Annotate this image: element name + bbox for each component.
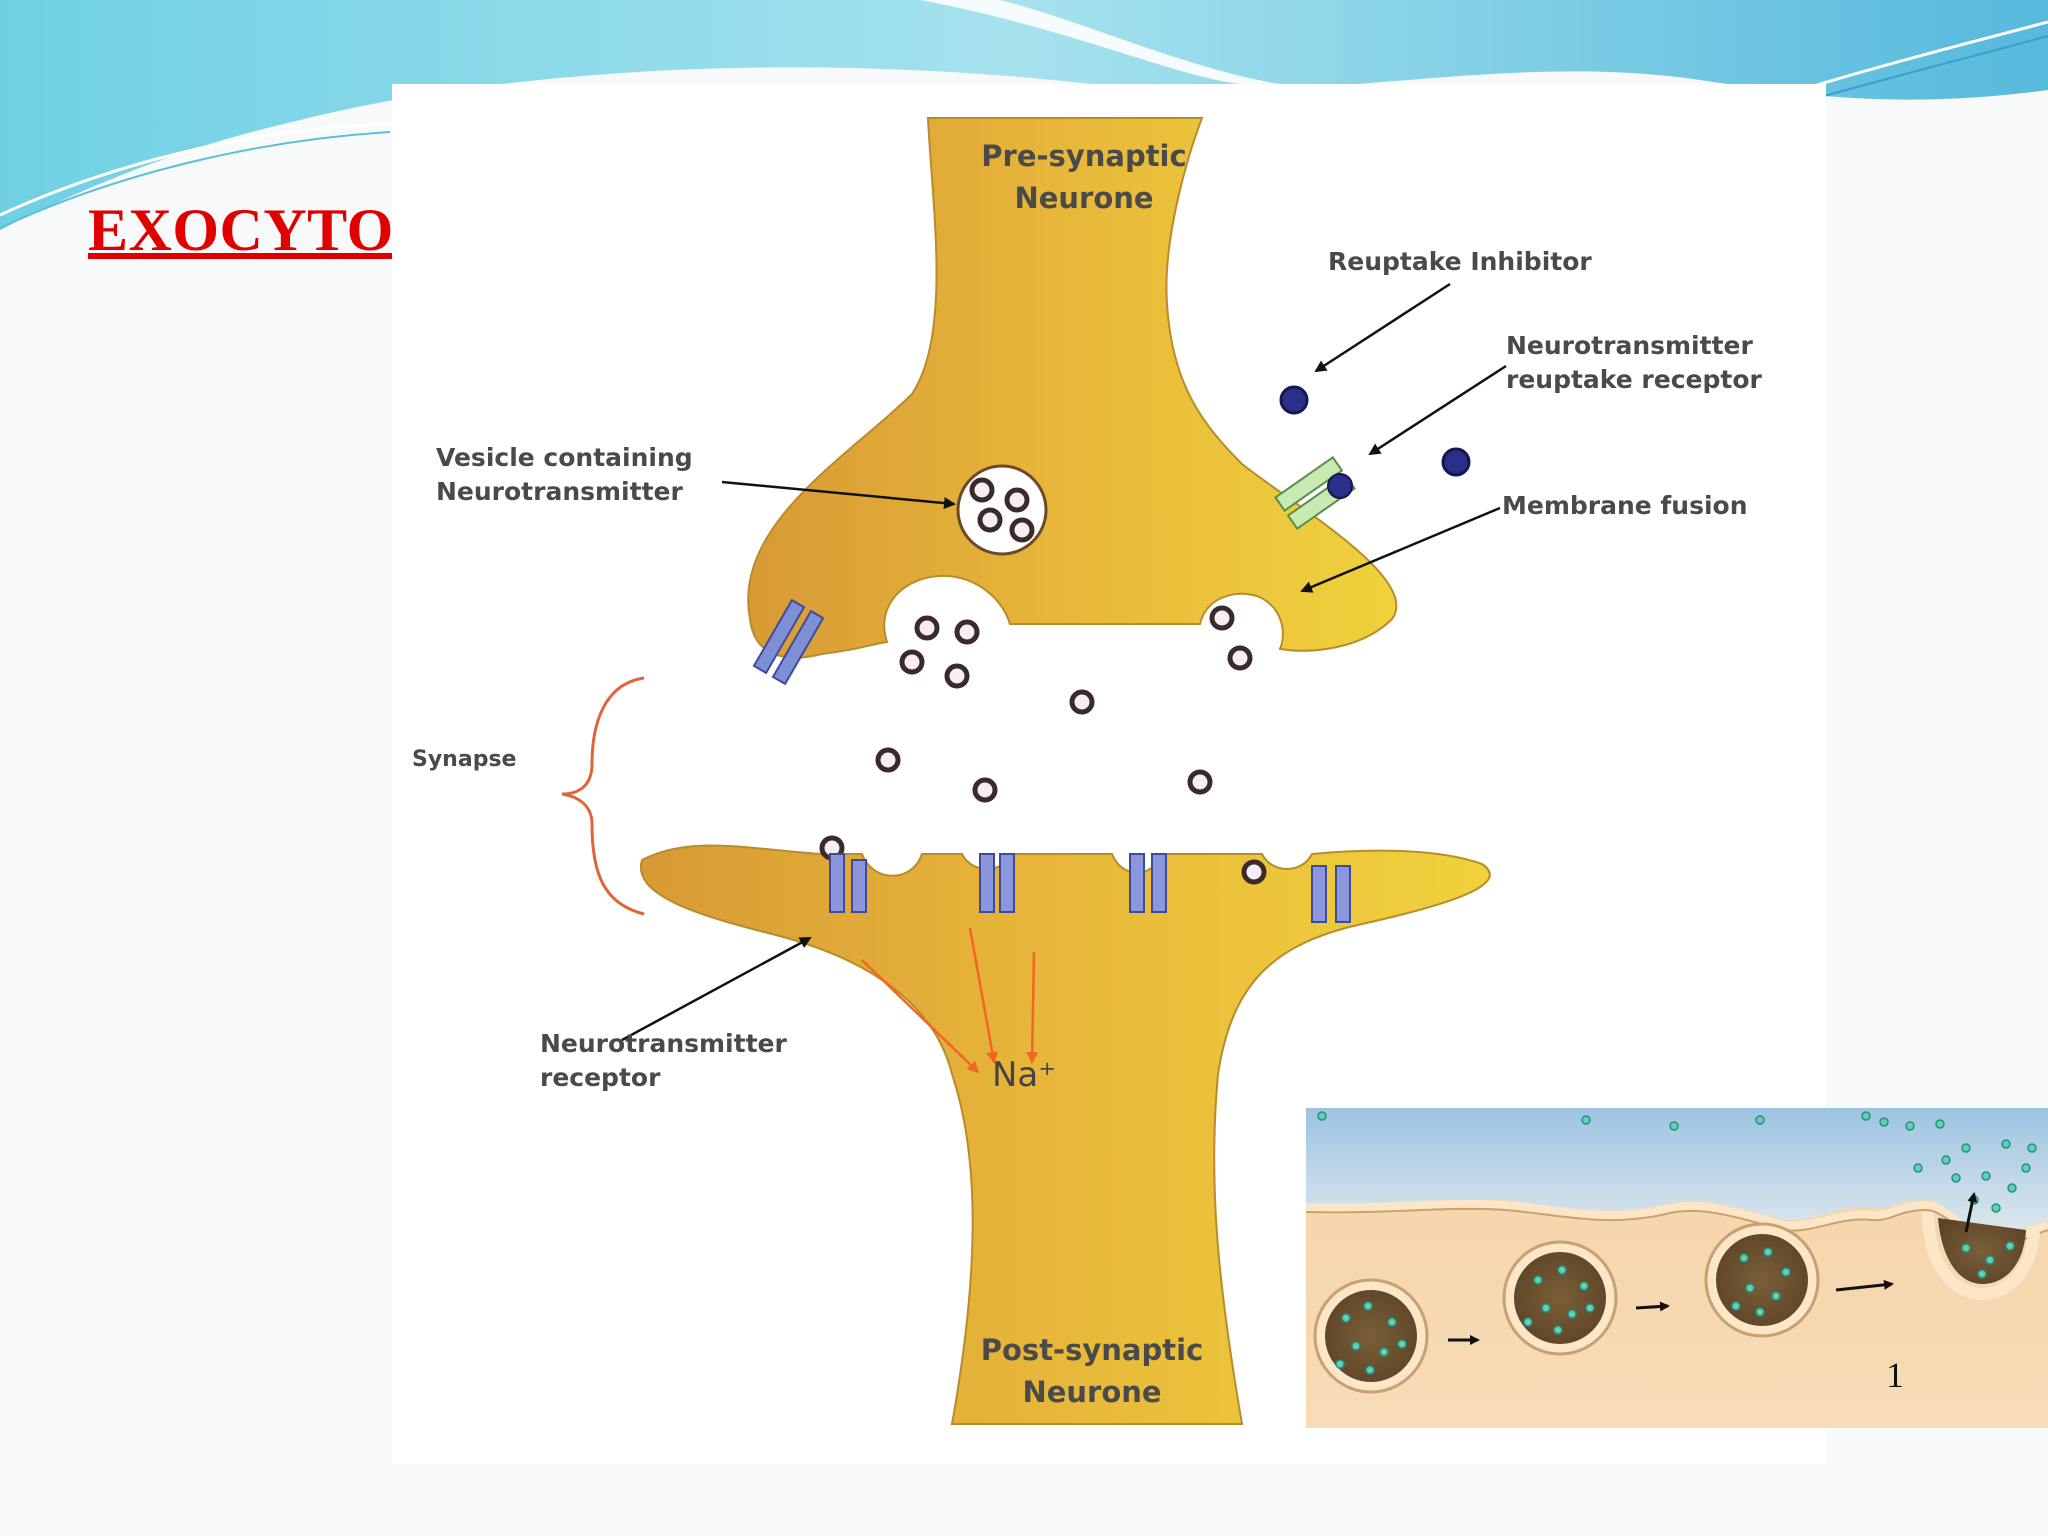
synapse-label: Synapse <box>412 747 516 772</box>
synaptic-neurotransmitters <box>819 605 1267 885</box>
label-arrows <box>621 282 1507 1042</box>
fused-vesicle <box>1922 1211 2040 1301</box>
extracellular-fluid <box>1306 1108 2048 1237</box>
sequence-arrows <box>1448 1192 1978 1345</box>
reuptake-receptor-label-line2: reuptake receptor <box>1506 365 1762 394</box>
sodium-label: Na⁺ <box>992 1055 1056 1095</box>
slide-header-banner <box>0 0 2048 230</box>
pre-synaptic-label-line2: Neurone <box>1014 181 1153 215</box>
reuptake-molecules <box>1279 385 1471 477</box>
exocytosis-inset <box>1306 1108 2048 1428</box>
postsynaptic-receptors <box>829 853 1351 923</box>
sodium-arrows <box>861 927 1039 1074</box>
membrane-fusion-label: Membrane fusion <box>1502 491 1748 520</box>
vesicle <box>956 464 1048 556</box>
pre-synaptic-label-line1: Pre-synaptic <box>981 139 1186 173</box>
post-synaptic-neurone <box>639 844 1491 1425</box>
bound-neurotransmitter <box>1327 473 1353 499</box>
presynaptic-autoreceptor <box>752 598 825 686</box>
synapse-brace <box>561 676 645 916</box>
secretory-vesicle-2 <box>1502 1240 1618 1356</box>
receptor-label-line1: Neurotransmitter <box>540 1029 787 1058</box>
secretory-vesicle-1 <box>1313 1278 1429 1394</box>
vesicle-label-line2: Neurotransmitter <box>436 477 683 506</box>
pre-synaptic-neurone <box>747 117 1398 659</box>
secretory-vesicle-3 <box>1704 1222 1820 1338</box>
post-synaptic-label-line2: Neurone <box>1022 1375 1161 1409</box>
post-synaptic-label-line1: Post-synaptic <box>981 1333 1203 1367</box>
reuptake-inhibitor-label: Reuptake Inhibitor <box>1328 247 1592 276</box>
reuptake-receptor-label-line1: Neurotransmitter <box>1506 331 1753 360</box>
vesicle-label-line1: Vesicle containing <box>436 443 693 472</box>
receptor-label-line2: receptor <box>540 1063 661 1092</box>
secreted-molecules <box>1317 1111 2037 1375</box>
inset-figure-number: 1 <box>1886 1355 1904 1395</box>
vesicle-neurotransmitters <box>969 477 1035 543</box>
synapse-diagram: Pre-synaptic Neurone Reuptake Inhibitor … <box>412 117 1762 1425</box>
